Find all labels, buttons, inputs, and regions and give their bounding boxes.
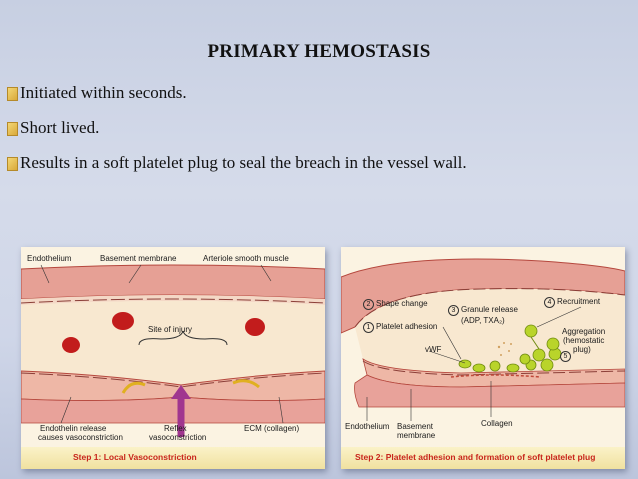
label-plug: plug) [573, 345, 591, 354]
label-endothelium: Endothelium [345, 422, 390, 431]
label-membrane: membrane [397, 431, 436, 440]
step-number: 5 [560, 351, 571, 362]
step-number: 1 [363, 322, 374, 333]
label-adp-txa: (ADP, TXA₂) [461, 316, 505, 325]
label-vasoconstriction: vasoconstriction [149, 433, 207, 442]
label-causes-vasoconstriction: causes vasoconstriction [38, 433, 123, 442]
label-endothelin-release: Endothelin release [40, 424, 107, 433]
step-number: 4 [544, 297, 555, 308]
figure-caption: Step 2: Platelet adhesion and formation … [355, 452, 596, 462]
label-basement-membrane: Basement membrane [100, 254, 177, 263]
bullet-text: Initiated within seconds. [20, 83, 187, 102]
label-hemostatic: (hemostatic [563, 336, 605, 345]
slide-title: PRIMARY HEMOSTASIS [207, 41, 431, 62]
label-aggregation: Aggregation [562, 327, 606, 336]
caption-bar [21, 447, 325, 469]
label-collagen: Collagen [481, 419, 513, 428]
label-ecm-collagen: ECM (collagen) [244, 424, 300, 433]
figure-vasoconstriction: Endothelium Basement membrane Arteriole … [21, 247, 325, 469]
step-number: 3 [448, 305, 459, 316]
label-text: Platelet adhesion [376, 322, 438, 331]
label-basement: Basement [397, 422, 434, 431]
caption-bar [341, 447, 625, 469]
bullet-marker-icon [7, 87, 18, 101]
bullet-item: Initiated within seconds. [7, 82, 467, 117]
bullet-item: Short lived. [7, 117, 467, 152]
bullet-list: Initiated within seconds. Short lived. R… [7, 82, 467, 187]
label-arteriole-smooth-muscle: Arteriole smooth muscle [203, 254, 289, 263]
label-step-5: 5 [560, 351, 573, 362]
label-text: Granule release [461, 305, 518, 314]
bullet-marker-icon [7, 122, 18, 136]
bullet-item: Results in a soft platelet plug to seal … [7, 152, 467, 187]
label-endothelium: Endothelium [27, 254, 72, 263]
bullet-marker-icon [7, 157, 18, 171]
step-number: 2 [363, 299, 374, 310]
vessel-illustration-2 [341, 247, 625, 469]
figure-caption: Step 1: Local Vasoconstriction [73, 452, 197, 462]
label-reflex: Reflex [164, 424, 187, 433]
label-text: Recruitment [557, 297, 601, 306]
bullet-text: Short lived. [20, 118, 100, 137]
label-text: Shape change [376, 299, 428, 308]
vessel-illustration-1 [21, 247, 325, 469]
label-vwf: vWF [425, 345, 442, 354]
bullet-text: Results in a soft platelet plug to seal … [20, 153, 467, 172]
label-site-of-injury: Site of injury [148, 325, 193, 334]
